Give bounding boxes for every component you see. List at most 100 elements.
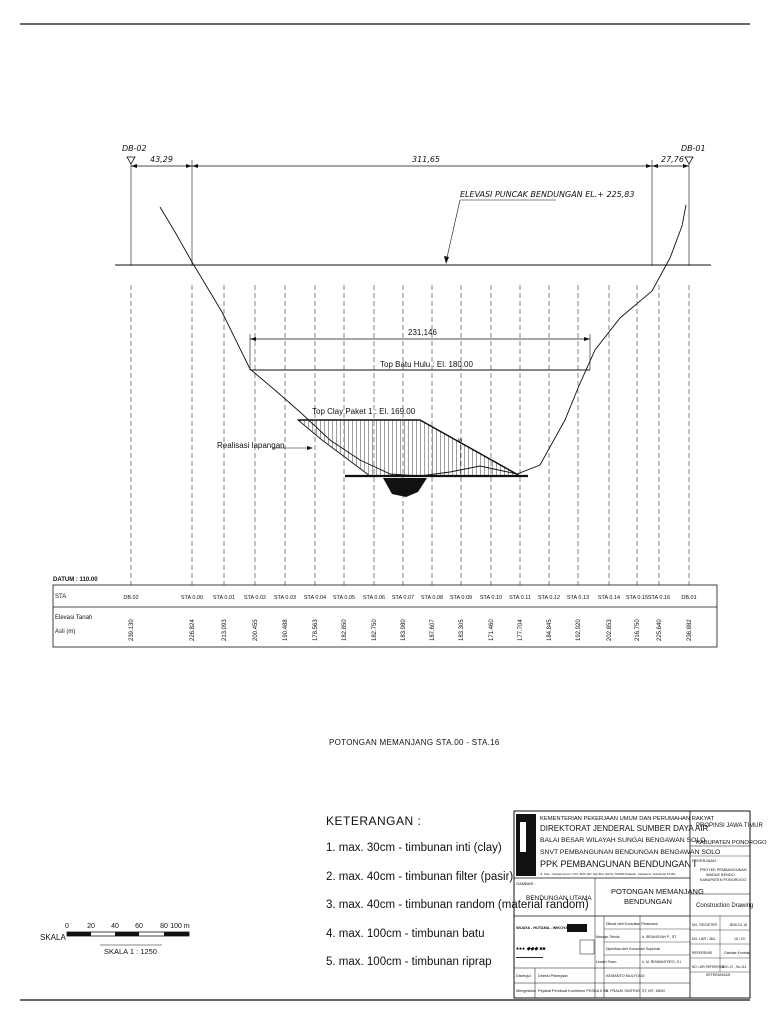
- gambar-label: GAMBAR :: [516, 881, 536, 886]
- role-label-4: Mengetahui: [516, 989, 536, 993]
- elevation-label: 183.980: [401, 619, 407, 641]
- marker-label-db01: DB-01: [681, 144, 706, 153]
- datum-label: DATUM : 110.00: [53, 577, 98, 583]
- profile-table: STA Elevasi Tanah Asli (m) DB.02 STA 0.00…: [52, 584, 718, 648]
- meta-label-2: NO. LBR / JML: [692, 937, 716, 941]
- elevation-label: 187.607: [430, 619, 436, 641]
- jo-logo-sub: ▬▬▬▬▬▬▬▬▬: [516, 955, 543, 959]
- role-header-1: Dibuat oleh Konsultan Pelaksana: [606, 922, 658, 926]
- org-line-1: KEMENTERIAN PEKERJAAN UMUM DAN PERUMAHAN…: [540, 816, 714, 822]
- realisasi-label: Realisasi lapangan: [217, 441, 285, 450]
- address: Jl. Solo - Kartasura km.7 PO. BOX 267 Ke…: [540, 872, 676, 876]
- role-label-1: Manajer Teknik: [596, 935, 620, 939]
- keterangan-tb: KETERANGAN: [706, 973, 731, 977]
- elevation-label: 183.305: [459, 619, 465, 641]
- station-label: DB.01: [681, 595, 696, 601]
- scale-tick: 60: [135, 923, 143, 930]
- station-label: STA 0.12: [538, 595, 560, 601]
- elevation-label: 171.460: [489, 619, 495, 641]
- station-label: STA 0.05: [333, 595, 355, 601]
- top-clay-label: Top Clay Paket 1 : El. 169.00: [312, 407, 416, 416]
- station-label: STA 0.00: [181, 595, 203, 601]
- org-line-4: SNVT PEMBANGUNAN BENDUNGAN BENGAWAN SOLO: [540, 849, 720, 856]
- project-line-1: PROYEK PEMBANGUNAN: [700, 868, 747, 872]
- role-value-4: Ir. FRAUD SINTRIO, ST, MT, MDM: [606, 989, 665, 993]
- org-line-5: PPK PEMBANGUNAN BENDUNGAN I: [540, 859, 696, 869]
- drawing-title-2: BENDUNGAN: [624, 897, 672, 906]
- slope-mark: w: [457, 438, 463, 444]
- org-line-2: DIREKTORAT JENDERAL SUMBER DAYA AIR: [540, 824, 709, 833]
- table-row2-label-1: Elevasi Tanah: [55, 615, 92, 621]
- station-label: STA 0.11: [509, 595, 531, 601]
- elevation-label: 213.093: [222, 619, 228, 641]
- drawing-title-1: POTONGAN MEMANJANG: [611, 887, 704, 896]
- legend-item-2: 2. max. 40cm - timbunan filter (pasir): [326, 870, 514, 883]
- role-label-3: Disetujui: [516, 974, 531, 978]
- table-row2-label-2: Asli (m): [55, 629, 75, 635]
- meta-value-2: 16 / 20: [734, 937, 745, 941]
- contractor: WIJAYA - HUTAMA - WIKOYA KSO: [516, 926, 577, 930]
- meta-label-3: REFERENSI: [692, 951, 712, 955]
- dim-43: 43,29: [150, 155, 173, 164]
- station-label: STA 0.15: [626, 595, 648, 601]
- legend-item-5: 5. max. 100cm - timbunan riprap: [326, 956, 492, 968]
- meta-label-1: NO. REGISTER: [692, 923, 718, 927]
- station-label: STA 0.13: [567, 595, 589, 601]
- elevation-label: 239.130: [129, 619, 135, 641]
- table-row1-label: STA: [55, 594, 66, 600]
- elevation-label: 200.455: [253, 619, 259, 641]
- station-label: DB.02: [123, 595, 138, 601]
- elevation-label: 177.704: [518, 619, 524, 641]
- station-label: STA 0.02: [244, 595, 266, 601]
- station-label: STA 0.04: [304, 595, 326, 601]
- drawing-caption: POTONGAN MEMANJANG STA.00 - STA.16: [329, 738, 500, 747]
- top-dimension: 43,29 311,65 27,76: [131, 155, 689, 266]
- role-value-3: KEMANTO MULYONO: [606, 974, 645, 978]
- dim-27: 27,76: [661, 155, 684, 164]
- station-label: STA 0.16: [648, 595, 670, 601]
- meta-value-4: BDC-07 - No.114: [722, 965, 746, 969]
- province: PROPINSI JAWA TIMUR: [696, 823, 763, 829]
- station-label: STA 0.03: [274, 595, 296, 601]
- station-label: STA 0.06: [363, 595, 385, 601]
- station-label: STA 0.09: [450, 595, 472, 601]
- legend-item-1: 1. max. 30cm - timbunan inti (clay): [326, 842, 502, 854]
- meta-value-3: Gambar Kontrak: [724, 951, 750, 955]
- checked-1: Direksi Pekerjaan: [538, 974, 568, 978]
- marker-db01: DB-01: [681, 144, 706, 266]
- scale-tick: 80: [160, 923, 168, 930]
- station-label: STA 0.08: [421, 595, 443, 601]
- checked-2: Pejabat Pembuat Komitmen PKSDA II IIB: [538, 989, 608, 993]
- marker-db02: DB-02: [122, 144, 147, 266]
- project-line-3: KABUPATEN PONOROGO: [700, 878, 746, 882]
- legend-item-4: 4. max. 100cm - timbunan batu: [326, 927, 485, 940]
- elevation-label: 202.853: [607, 619, 613, 641]
- batu-dimension: 231,146: [249, 328, 591, 370]
- jo-logo: ●●● ◆◆◆ ■■: [516, 946, 545, 952]
- project-line-2: WADUK BENDO: [706, 873, 735, 877]
- marker-label-db02: DB-02: [122, 144, 147, 153]
- construction-label: Construction Drawing: [696, 903, 753, 909]
- scale-tick: 100 m: [170, 923, 190, 930]
- elevation-label: 236.882: [687, 619, 693, 641]
- clay-fill: [296, 419, 522, 477]
- dim-231: 231,146: [408, 328, 437, 337]
- legend-title: KETERANGAN :: [326, 814, 422, 828]
- scale-tick: 0: [65, 923, 69, 930]
- role-value-2: Ir. M. RISWANTORO, S.t: [642, 960, 681, 964]
- station-label: STA 0.10: [480, 595, 502, 601]
- scale-tick: 40: [111, 923, 119, 930]
- pu-logo: [516, 814, 550, 876]
- contractor-logo: [567, 924, 587, 932]
- elevation-label: 216.750: [635, 619, 641, 641]
- scale-label: SKALA: [40, 933, 66, 942]
- regency: KABUPATEN PONOROGO: [696, 840, 767, 846]
- station-label: STA 0.07: [392, 595, 414, 601]
- top-batu-label: Top Batu Hulu : El. 180.00: [380, 360, 474, 369]
- role-label-2: Leader Team: [596, 960, 616, 964]
